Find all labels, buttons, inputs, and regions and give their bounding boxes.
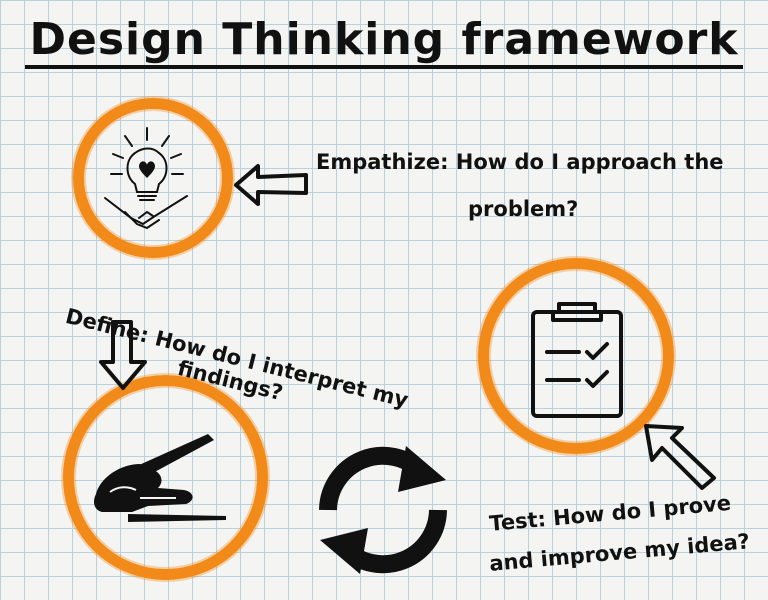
lightbulb-handshake-icon (104, 127, 188, 230)
hand-writing-icon (94, 434, 226, 522)
empathize-label-line1: Empathize: How do I approach the (316, 150, 724, 174)
cycle-arrows-icon (319, 446, 447, 574)
arrow-up-left-icon (644, 424, 716, 490)
page-title: Design Thinking framework (0, 14, 768, 69)
arrow-down-icon (99, 320, 147, 390)
test-ring (478, 258, 674, 454)
clipboard-checklist-icon (531, 302, 623, 418)
define-ring (63, 375, 268, 580)
empathize-label-line2: problem? (468, 197, 579, 221)
empathize-ring (73, 98, 233, 258)
arrow-left-icon (234, 164, 308, 206)
